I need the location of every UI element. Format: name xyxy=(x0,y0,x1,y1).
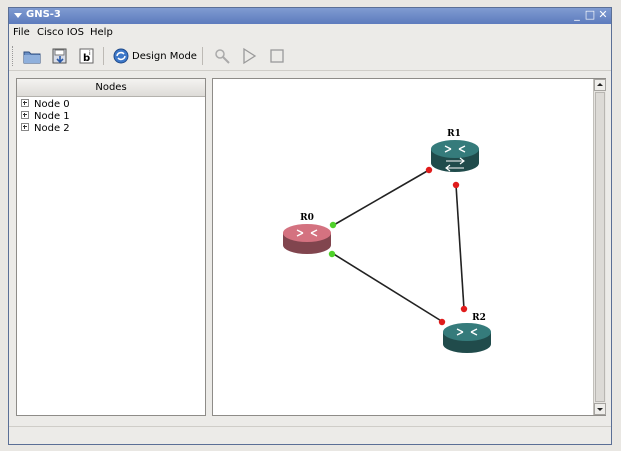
router-r2[interactable]: R2 xyxy=(443,313,491,353)
close-button[interactable]: ✕ xyxy=(598,8,608,21)
link-endpoint-up xyxy=(329,221,337,229)
expand-icon[interactable] xyxy=(21,99,29,107)
link-endpoint-down xyxy=(425,166,433,174)
open-folder-icon[interactable] xyxy=(22,46,42,66)
menu-help[interactable]: Help xyxy=(90,27,113,38)
scroll-up-button[interactable] xyxy=(594,79,606,91)
design-mode-icon[interactable] xyxy=(112,46,130,66)
tree-item-node-1[interactable]: Node 1 xyxy=(17,111,205,123)
link-endpoint-up xyxy=(328,250,336,258)
save-icon[interactable] xyxy=(50,46,70,66)
link-r1-r2[interactable] xyxy=(455,184,465,310)
link-endpoint-down xyxy=(452,181,460,189)
switch-module-icon xyxy=(445,157,465,172)
menu-file[interactable]: File xyxy=(13,27,30,38)
window-menu-icon[interactable] xyxy=(14,13,22,18)
router-label: R0 xyxy=(300,213,314,223)
svg-text:i: i xyxy=(89,50,91,57)
router-label: R2 xyxy=(472,313,486,323)
nodes-panel-header: Nodes xyxy=(17,79,205,97)
router-icon xyxy=(296,229,318,237)
design-mode-button[interactable]: Design Mode xyxy=(132,51,197,62)
link-r0-r1[interactable] xyxy=(331,169,430,227)
router-r1[interactable]: R1 xyxy=(431,129,479,172)
menu-bar: File Cisco IOS Help xyxy=(9,25,611,41)
tree-item-label: Node 1 xyxy=(34,111,70,122)
scrollbar-thumb[interactable] xyxy=(595,92,605,402)
tree-item-label: Node 0 xyxy=(34,99,70,110)
arrow-down-icon xyxy=(597,408,603,411)
link-r0-r2[interactable] xyxy=(331,252,444,323)
toolbar-grip[interactable] xyxy=(12,46,16,66)
status-bar xyxy=(9,426,611,445)
capture-icon[interactable] xyxy=(212,46,232,66)
minimize-button[interactable]: _ xyxy=(574,8,580,21)
link-endpoint-down xyxy=(438,318,446,326)
start-icon[interactable] xyxy=(239,46,259,66)
tree-item-node-2[interactable]: Node 2 xyxy=(17,123,205,135)
router-r0[interactable]: R0 xyxy=(283,213,331,254)
canvas-vertical-scrollbar[interactable] xyxy=(593,79,606,415)
tree-item-node-0[interactable]: Node 0 xyxy=(17,99,205,111)
window-title: GNS-3 xyxy=(26,9,61,20)
link-endpoint-down xyxy=(460,305,468,313)
router-label: R1 xyxy=(447,129,461,139)
topology-canvas[interactable]: R1 R0 R2 xyxy=(212,78,606,416)
expand-icon[interactable] xyxy=(21,111,29,119)
stop-icon[interactable] xyxy=(267,46,287,66)
arrow-up-icon xyxy=(597,83,603,86)
nodes-tree: Node 0 Node 1 Node 2 xyxy=(17,97,205,135)
svg-text:b: b xyxy=(83,53,90,64)
menu-cisco-ios[interactable]: Cisco IOS xyxy=(37,27,84,38)
expand-icon[interactable] xyxy=(21,123,29,131)
toolbar-separator xyxy=(202,47,203,65)
nodes-panel: Nodes Node 0 Node 1 Node 2 xyxy=(16,78,206,416)
toolbar-separator xyxy=(103,47,104,65)
title-bar[interactable]: GNS-3 _ □ ✕ xyxy=(9,8,611,24)
maximize-button[interactable]: □ xyxy=(584,8,596,21)
tree-item-label: Node 2 xyxy=(34,123,70,134)
scroll-down-button[interactable] xyxy=(594,403,606,415)
router-icon xyxy=(444,145,466,153)
router-icon xyxy=(456,328,478,336)
